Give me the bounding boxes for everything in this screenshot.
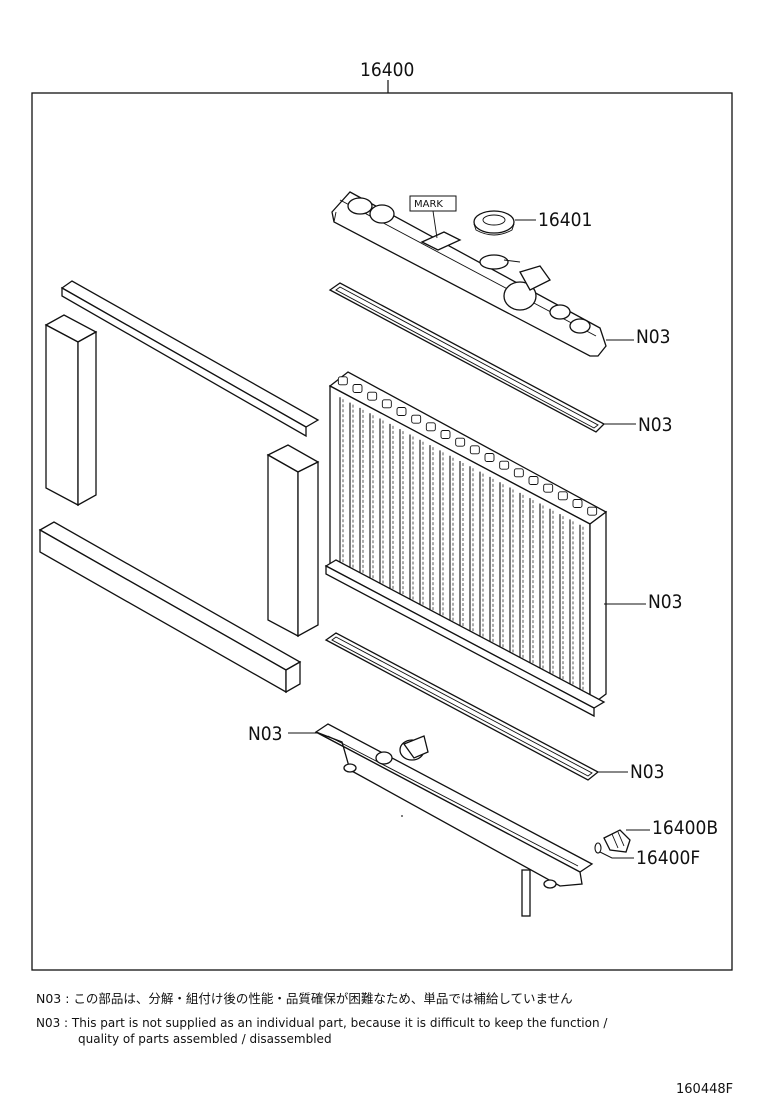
label-16400b: 16400B (652, 817, 718, 839)
header-tooth (499, 460, 510, 470)
header-tooth (543, 483, 554, 493)
header-tooth (396, 407, 407, 416)
seal-strip-top (60, 280, 320, 438)
upper-tank (331, 191, 607, 357)
label-16400f: 16400F (636, 847, 700, 869)
mark-leader (432, 210, 438, 239)
drain-cock-plug (603, 829, 631, 853)
header-tooth (469, 445, 480, 455)
mark-label: MARK (414, 199, 443, 210)
header-tooth (367, 391, 378, 401)
seal-block-right (266, 444, 320, 638)
drain-oring (594, 842, 602, 854)
note-english-line2: quality of parts assembled / disassemble… (78, 1032, 332, 1046)
label-n03-lower-tank: N03 (248, 723, 283, 745)
header-tooth (381, 399, 392, 409)
lower-tank (314, 723, 594, 917)
assembly-frame (31, 92, 733, 971)
label-n03-upper-gasket: N03 (638, 414, 673, 436)
radiator-core (324, 371, 608, 718)
header-tooth (440, 430, 451, 439)
drain-oring-leader (599, 851, 634, 859)
seal-strip-bottom (38, 521, 302, 694)
header-tooth (337, 376, 348, 386)
note-english-line1: N03 : This part is not supplied as an in… (36, 1016, 608, 1030)
header-tooth (572, 499, 583, 508)
radiator-cap (473, 210, 515, 236)
stray-dot (401, 815, 403, 817)
header-tooth (513, 468, 524, 478)
header-tooth (528, 476, 539, 485)
document-code: 160448F (676, 1082, 734, 1097)
label-16400: 16400 (360, 59, 414, 81)
header-tooth (484, 453, 495, 462)
label-n03-core: N03 (648, 591, 683, 613)
seal-block-left (44, 314, 98, 507)
header-tooth (587, 506, 598, 516)
header-tooth (557, 491, 568, 501)
note-japanese: N03 : この部品は、分解・組付け後の性能・品質確保が困難なため、単品では補給… (36, 991, 573, 1006)
label-16401: 16401 (538, 209, 592, 231)
header-tooth (352, 384, 363, 393)
header-tooth (411, 414, 422, 424)
label-n03-upper-tank: N03 (636, 326, 671, 348)
header-tooth (425, 422, 436, 432)
header-tooth (455, 437, 466, 447)
label-n03-lower-gasket: N03 (630, 761, 665, 783)
